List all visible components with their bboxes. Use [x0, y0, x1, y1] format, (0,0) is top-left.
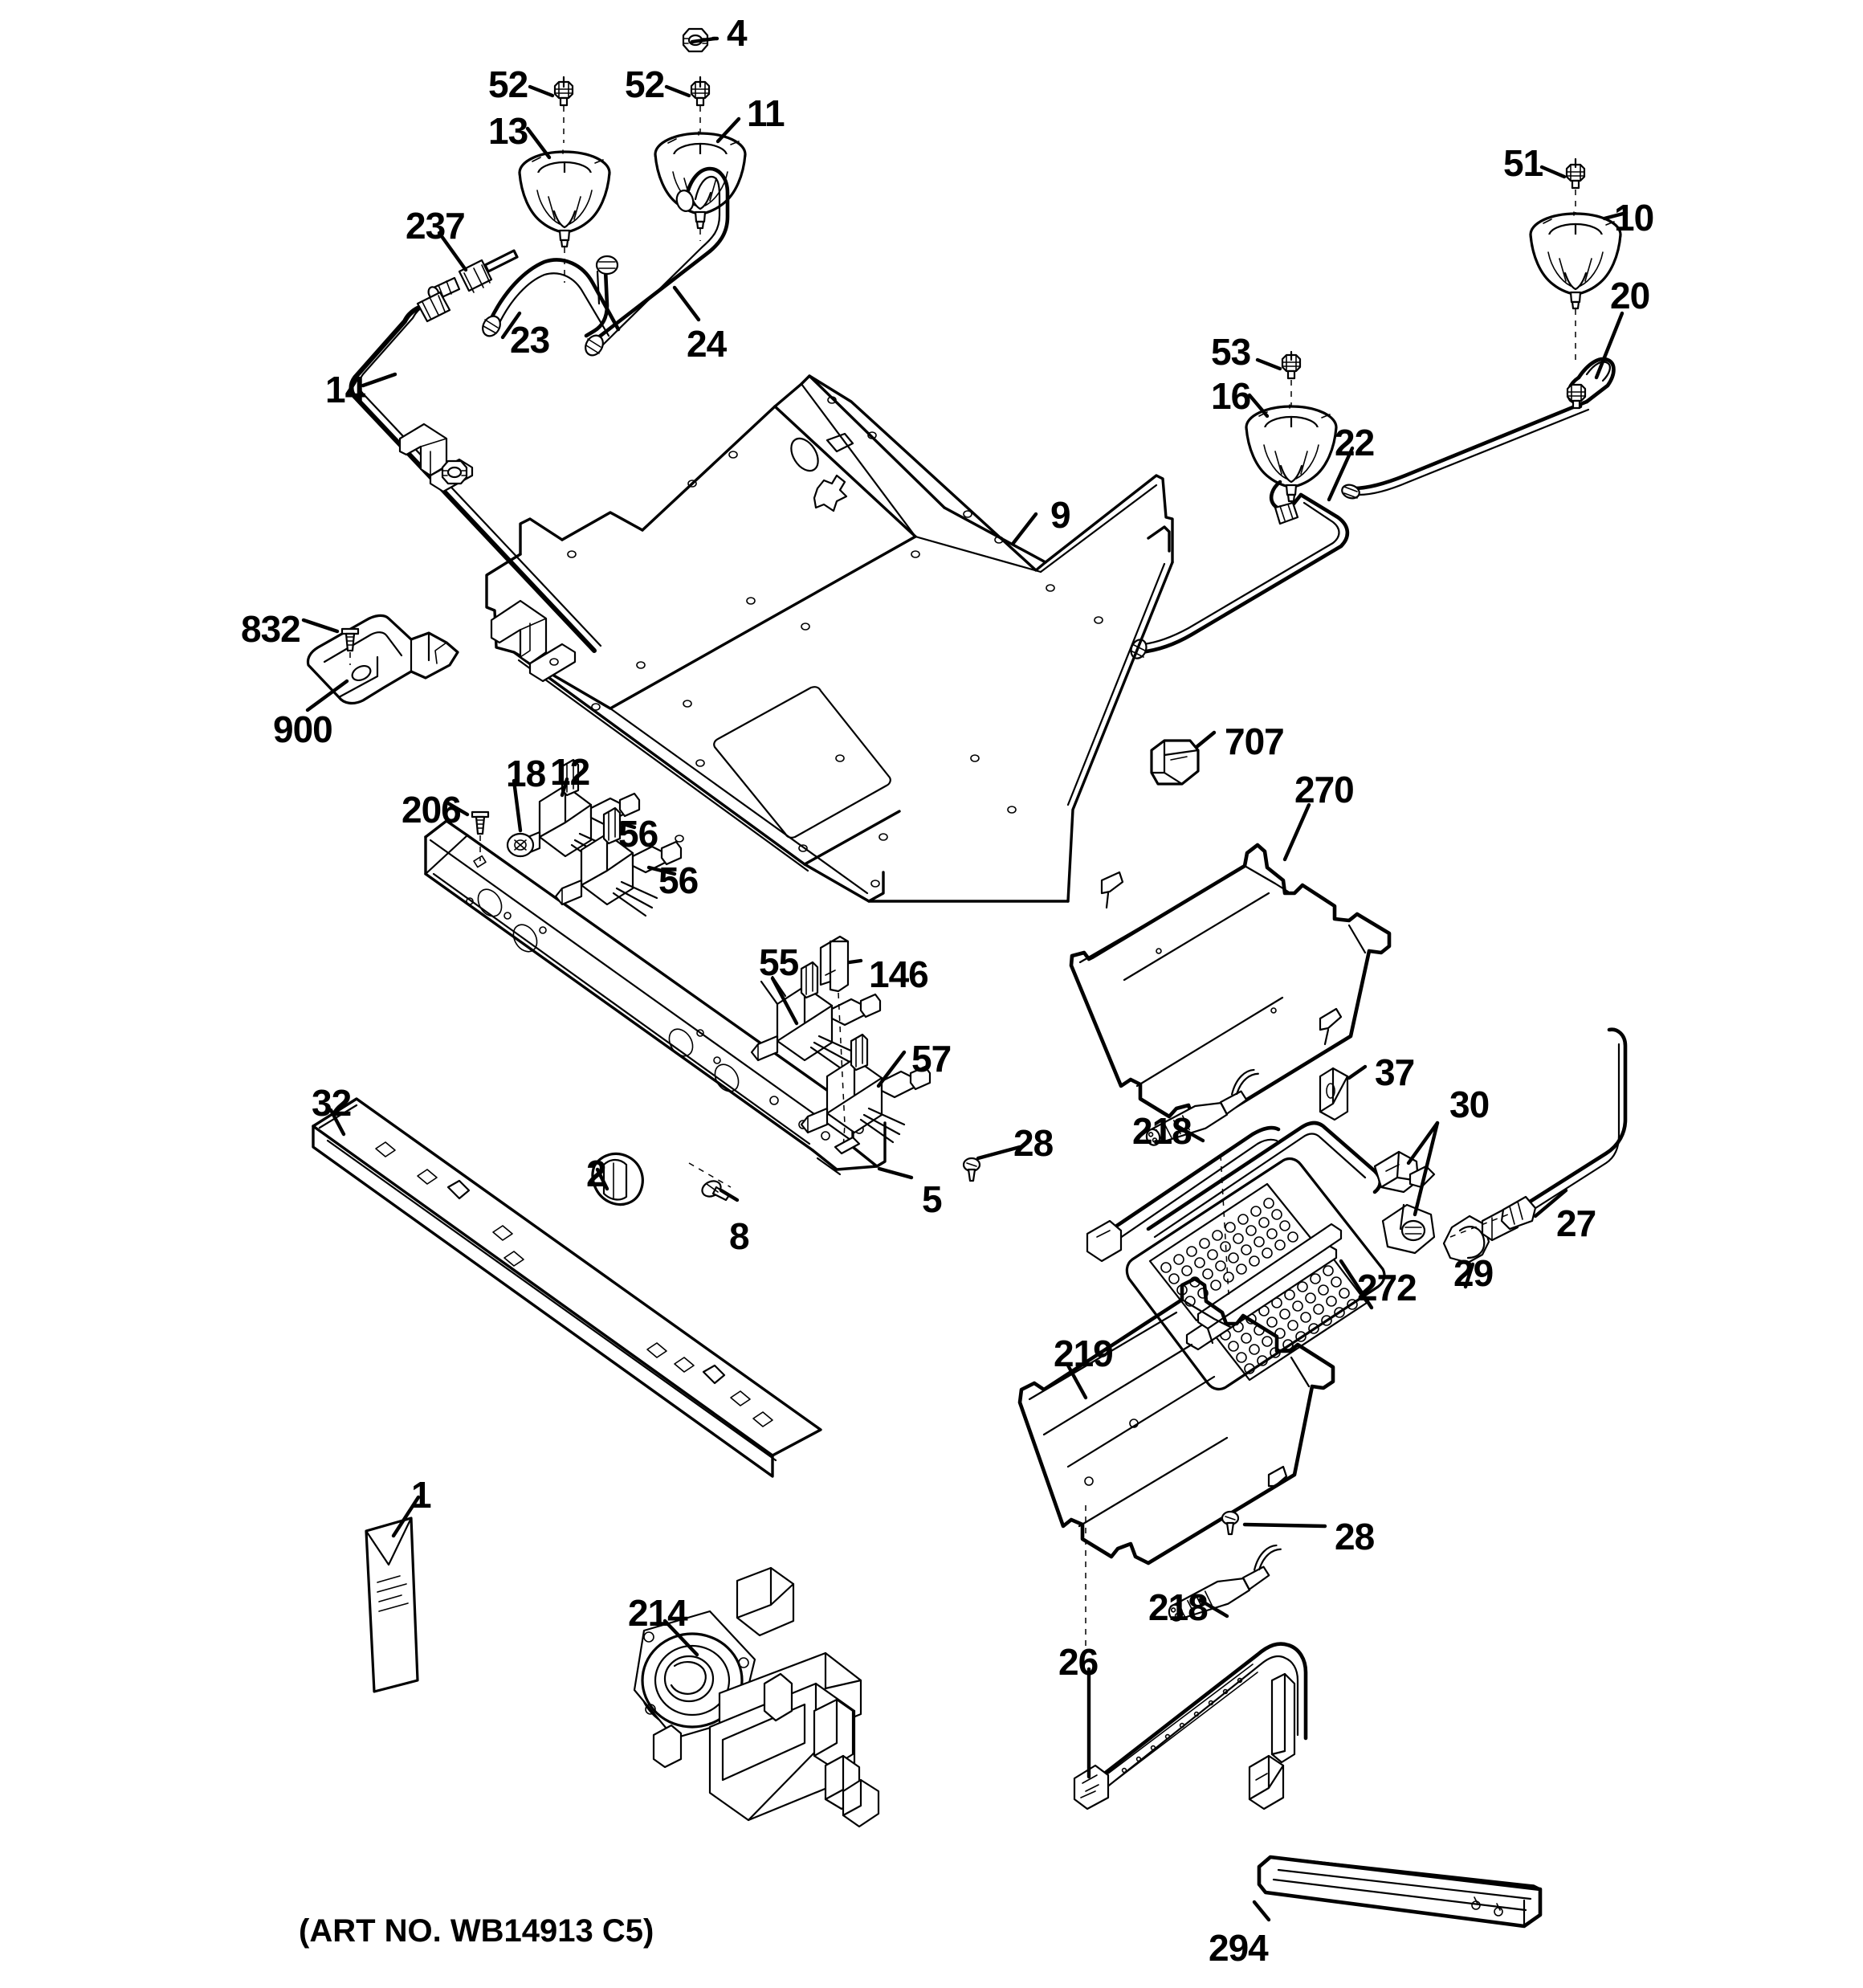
callout-51: 51 [1503, 142, 1543, 184]
part-24-burner-tube [585, 166, 730, 357]
part-9-main-chassis [398, 374, 1174, 903]
part-57-valve [800, 1033, 932, 1144]
callout-4: 4 [727, 12, 748, 54]
callout-1: 1 [411, 1474, 432, 1516]
callout-27: 27 [1556, 1202, 1596, 1244]
callout-12: 12 [550, 751, 590, 793]
callout-14: 14 [325, 369, 365, 410]
part-27-oven-supply-tube [1500, 1027, 1628, 1231]
part-23-burner-tube [482, 255, 621, 338]
callout-57: 57 [911, 1038, 952, 1080]
callout-832: 832 [241, 608, 301, 650]
part-18-grommet [506, 832, 535, 858]
callout-900: 900 [273, 708, 333, 750]
callout-20: 20 [1610, 275, 1650, 316]
part-26-broil-burner [1073, 1642, 1308, 1810]
part-707-wire-clip [1150, 739, 1200, 786]
callout-29: 29 [1453, 1252, 1494, 1294]
callout-707: 707 [1225, 720, 1285, 762]
part-294-bottom-channel [1257, 1855, 1543, 1929]
part-214-gas-safety-valve [633, 1566, 880, 1828]
callout-32: 32 [312, 1082, 352, 1124]
part-20-burner-tube [1341, 357, 1616, 500]
callout-26: 26 [1058, 1641, 1099, 1683]
callout-11: 11 [747, 92, 785, 134]
callout-28-lower: 28 [1335, 1516, 1375, 1557]
callout-16: 16 [1211, 375, 1251, 417]
callout-23: 23 [510, 319, 550, 361]
art-number-caption: (ART NO. WB14913 C5) [299, 1913, 654, 1949]
callout-52-left: 52 [488, 63, 528, 105]
callout-294: 294 [1209, 1927, 1269, 1969]
part-5-manifold-panel [424, 819, 887, 1176]
part-28-screw-upper [962, 1157, 981, 1182]
part-30-orifice-fitting-b [1381, 1203, 1436, 1255]
callout-218-lower: 218 [1148, 1586, 1209, 1628]
part-14-gas-supply-tube [349, 291, 602, 653]
part-272-oven-burner [1086, 1121, 1386, 1391]
callout-52-center: 52 [625, 63, 665, 105]
callout-146: 146 [869, 953, 929, 995]
part-32-kick-plate [312, 1097, 822, 1478]
callout-5: 5 [922, 1178, 943, 1220]
part-56-valve-lower [554, 806, 683, 917]
callout-206: 206 [402, 789, 462, 831]
callout-2: 2 [586, 1153, 607, 1194]
callout-55: 55 [759, 941, 799, 983]
callout-8: 8 [729, 1215, 750, 1257]
callout-9: 9 [1050, 494, 1071, 536]
callout-237: 237 [406, 205, 466, 247]
part-28-screw-lower [1221, 1510, 1240, 1536]
callout-272: 272 [1357, 1267, 1417, 1308]
callout-218-upper: 218 [1132, 1110, 1192, 1152]
part-1-literature-packet [365, 1517, 419, 1693]
callout-219: 219 [1054, 1333, 1114, 1374]
callout-56-upper: 56 [618, 813, 658, 855]
callout-53: 53 [1211, 331, 1251, 373]
part-219-broil-heat-shield [1017, 1276, 1335, 1565]
part-146-clip [819, 935, 850, 993]
part-270-oven-heat-shield [1069, 843, 1392, 1127]
callout-22: 22 [1335, 422, 1375, 463]
callout-37: 37 [1375, 1051, 1415, 1093]
callout-13: 13 [488, 110, 528, 152]
callout-214: 214 [628, 1592, 688, 1634]
callout-24: 24 [687, 323, 727, 365]
part-55-valve [750, 961, 882, 1072]
callout-56-lower: 56 [658, 859, 699, 901]
callout-270: 270 [1294, 769, 1355, 810]
callout-30: 30 [1449, 1084, 1490, 1125]
callout-10: 10 [1614, 197, 1654, 239]
part-2-control-knob [591, 1152, 644, 1206]
part-37-bracket [1319, 1067, 1349, 1121]
callout-28-upper: 28 [1013, 1122, 1054, 1164]
part-8-screw [701, 1180, 731, 1202]
callout-18: 18 [506, 753, 546, 794]
